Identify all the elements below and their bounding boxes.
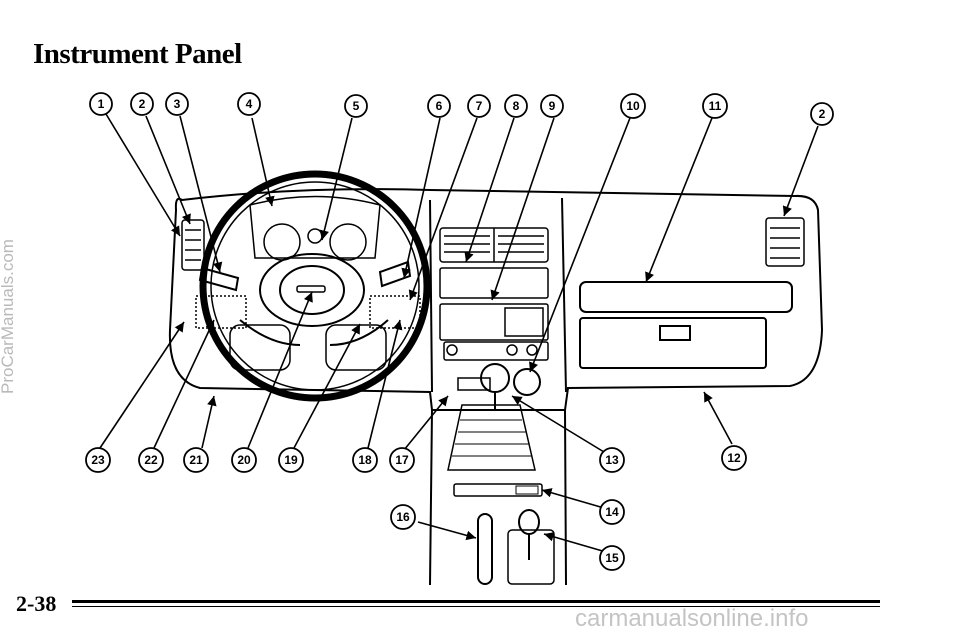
callout-4: 4 bbox=[246, 97, 253, 111]
callout-3: 3 bbox=[174, 97, 181, 111]
callout-2: 2 bbox=[139, 97, 146, 111]
callout-7: 7 bbox=[476, 99, 483, 113]
callout-17: 17 bbox=[395, 453, 409, 467]
footer-watermark: carmanualsonline.info bbox=[575, 605, 809, 632]
callout-14: 14 bbox=[605, 505, 619, 519]
switch-panels bbox=[195, 295, 421, 329]
right-vent bbox=[765, 217, 805, 267]
footer-rule-thin bbox=[72, 606, 880, 607]
callout-2-right-vent: 2 bbox=[819, 107, 826, 121]
callout-circles bbox=[85, 92, 834, 571]
callout-22: 22 bbox=[144, 453, 158, 467]
side-watermark: ProCarManuals.com bbox=[0, 239, 17, 394]
left-vent bbox=[181, 219, 205, 271]
callout-8: 8 bbox=[513, 99, 520, 113]
page-title: Instrument Panel bbox=[33, 38, 242, 70]
page-number: 2-38 bbox=[16, 591, 57, 616]
callout-12: 12 bbox=[727, 451, 741, 465]
callout-16: 16 bbox=[396, 510, 410, 524]
callout-10: 10 bbox=[626, 99, 640, 113]
callout-15: 15 bbox=[605, 551, 619, 565]
callout-21: 21 bbox=[189, 453, 203, 467]
callout-1: 1 bbox=[98, 97, 105, 111]
callout-9: 9 bbox=[549, 99, 556, 113]
callout-18: 18 bbox=[358, 453, 372, 467]
callout-11: 11 bbox=[709, 99, 722, 113]
dashboard-outline bbox=[168, 188, 824, 411]
callout-20: 20 bbox=[237, 453, 251, 467]
callout-6: 6 bbox=[436, 99, 443, 113]
callout-5: 5 bbox=[353, 99, 360, 113]
callout-19: 19 bbox=[284, 453, 298, 467]
gauge-cluster bbox=[249, 195, 381, 261]
callout-23: 23 bbox=[91, 453, 105, 467]
leader-lines bbox=[99, 113, 819, 553]
footer-rule bbox=[72, 600, 880, 603]
callout-13: 13 bbox=[605, 453, 619, 467]
console bbox=[429, 363, 567, 586]
